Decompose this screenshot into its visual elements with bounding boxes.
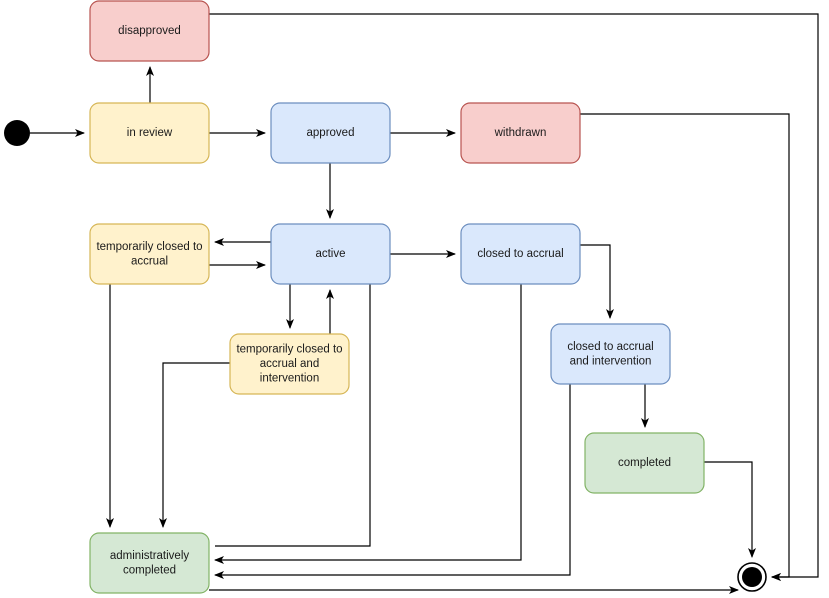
state-box-approved[interactable] [270,102,391,164]
transition-completed-to-end [704,461,756,558]
state-box-completed[interactable] [584,432,705,494]
transition-disapproved-to-end [209,13,819,581]
end-node [737,562,767,592]
state-box-closed-to-accrual[interactable] [460,223,581,285]
end-node-core [742,567,762,587]
state-active[interactable]: active [270,223,391,285]
state-in-review[interactable]: in review [89,102,210,164]
transitions-layer [30,13,819,594]
transition-temp-closed-accrual-intervention-to-admin-completed [159,362,230,528]
transition-withdrawn-to-end [580,113,790,581]
state-box-withdrawn[interactable] [460,102,581,164]
states-layer: disapproved in review approved withdrawn tem… [89,0,705,594]
state-disapproved[interactable]: disapproved [89,0,210,62]
state-closed-to-accrual[interactable]: closed to accrual [460,223,581,285]
state-box-in-review[interactable] [89,102,210,164]
transition-closed-to-accrual-to-admin-completed [214,284,522,564]
state-completed[interactable]: completed [584,432,705,494]
transition-closed-to-accrual-to-closed-accrual-intervention [580,244,614,319]
state-box-temporarily-closed-to-accrual-and-intervention[interactable] [229,333,350,395]
start-node-circle [4,120,30,146]
state-withdrawn[interactable]: withdrawn [460,102,581,164]
state-box-disapproved[interactable] [89,0,210,62]
state-approved[interactable]: approved [270,102,391,164]
transition-closed-accrual-intervention-to-admin-completed [214,384,571,579]
terminal-nodes-layer [4,120,767,592]
state-box-active[interactable] [270,223,391,285]
start-node [4,120,30,146]
state-box-temporarily-closed-to-accrual[interactable] [89,223,210,285]
state-box-closed-to-accrual-and-intervention[interactable] [550,323,671,385]
state-box-administratively-completed[interactable] [89,532,210,594]
transition-active-to-admin-completed [215,284,371,547]
